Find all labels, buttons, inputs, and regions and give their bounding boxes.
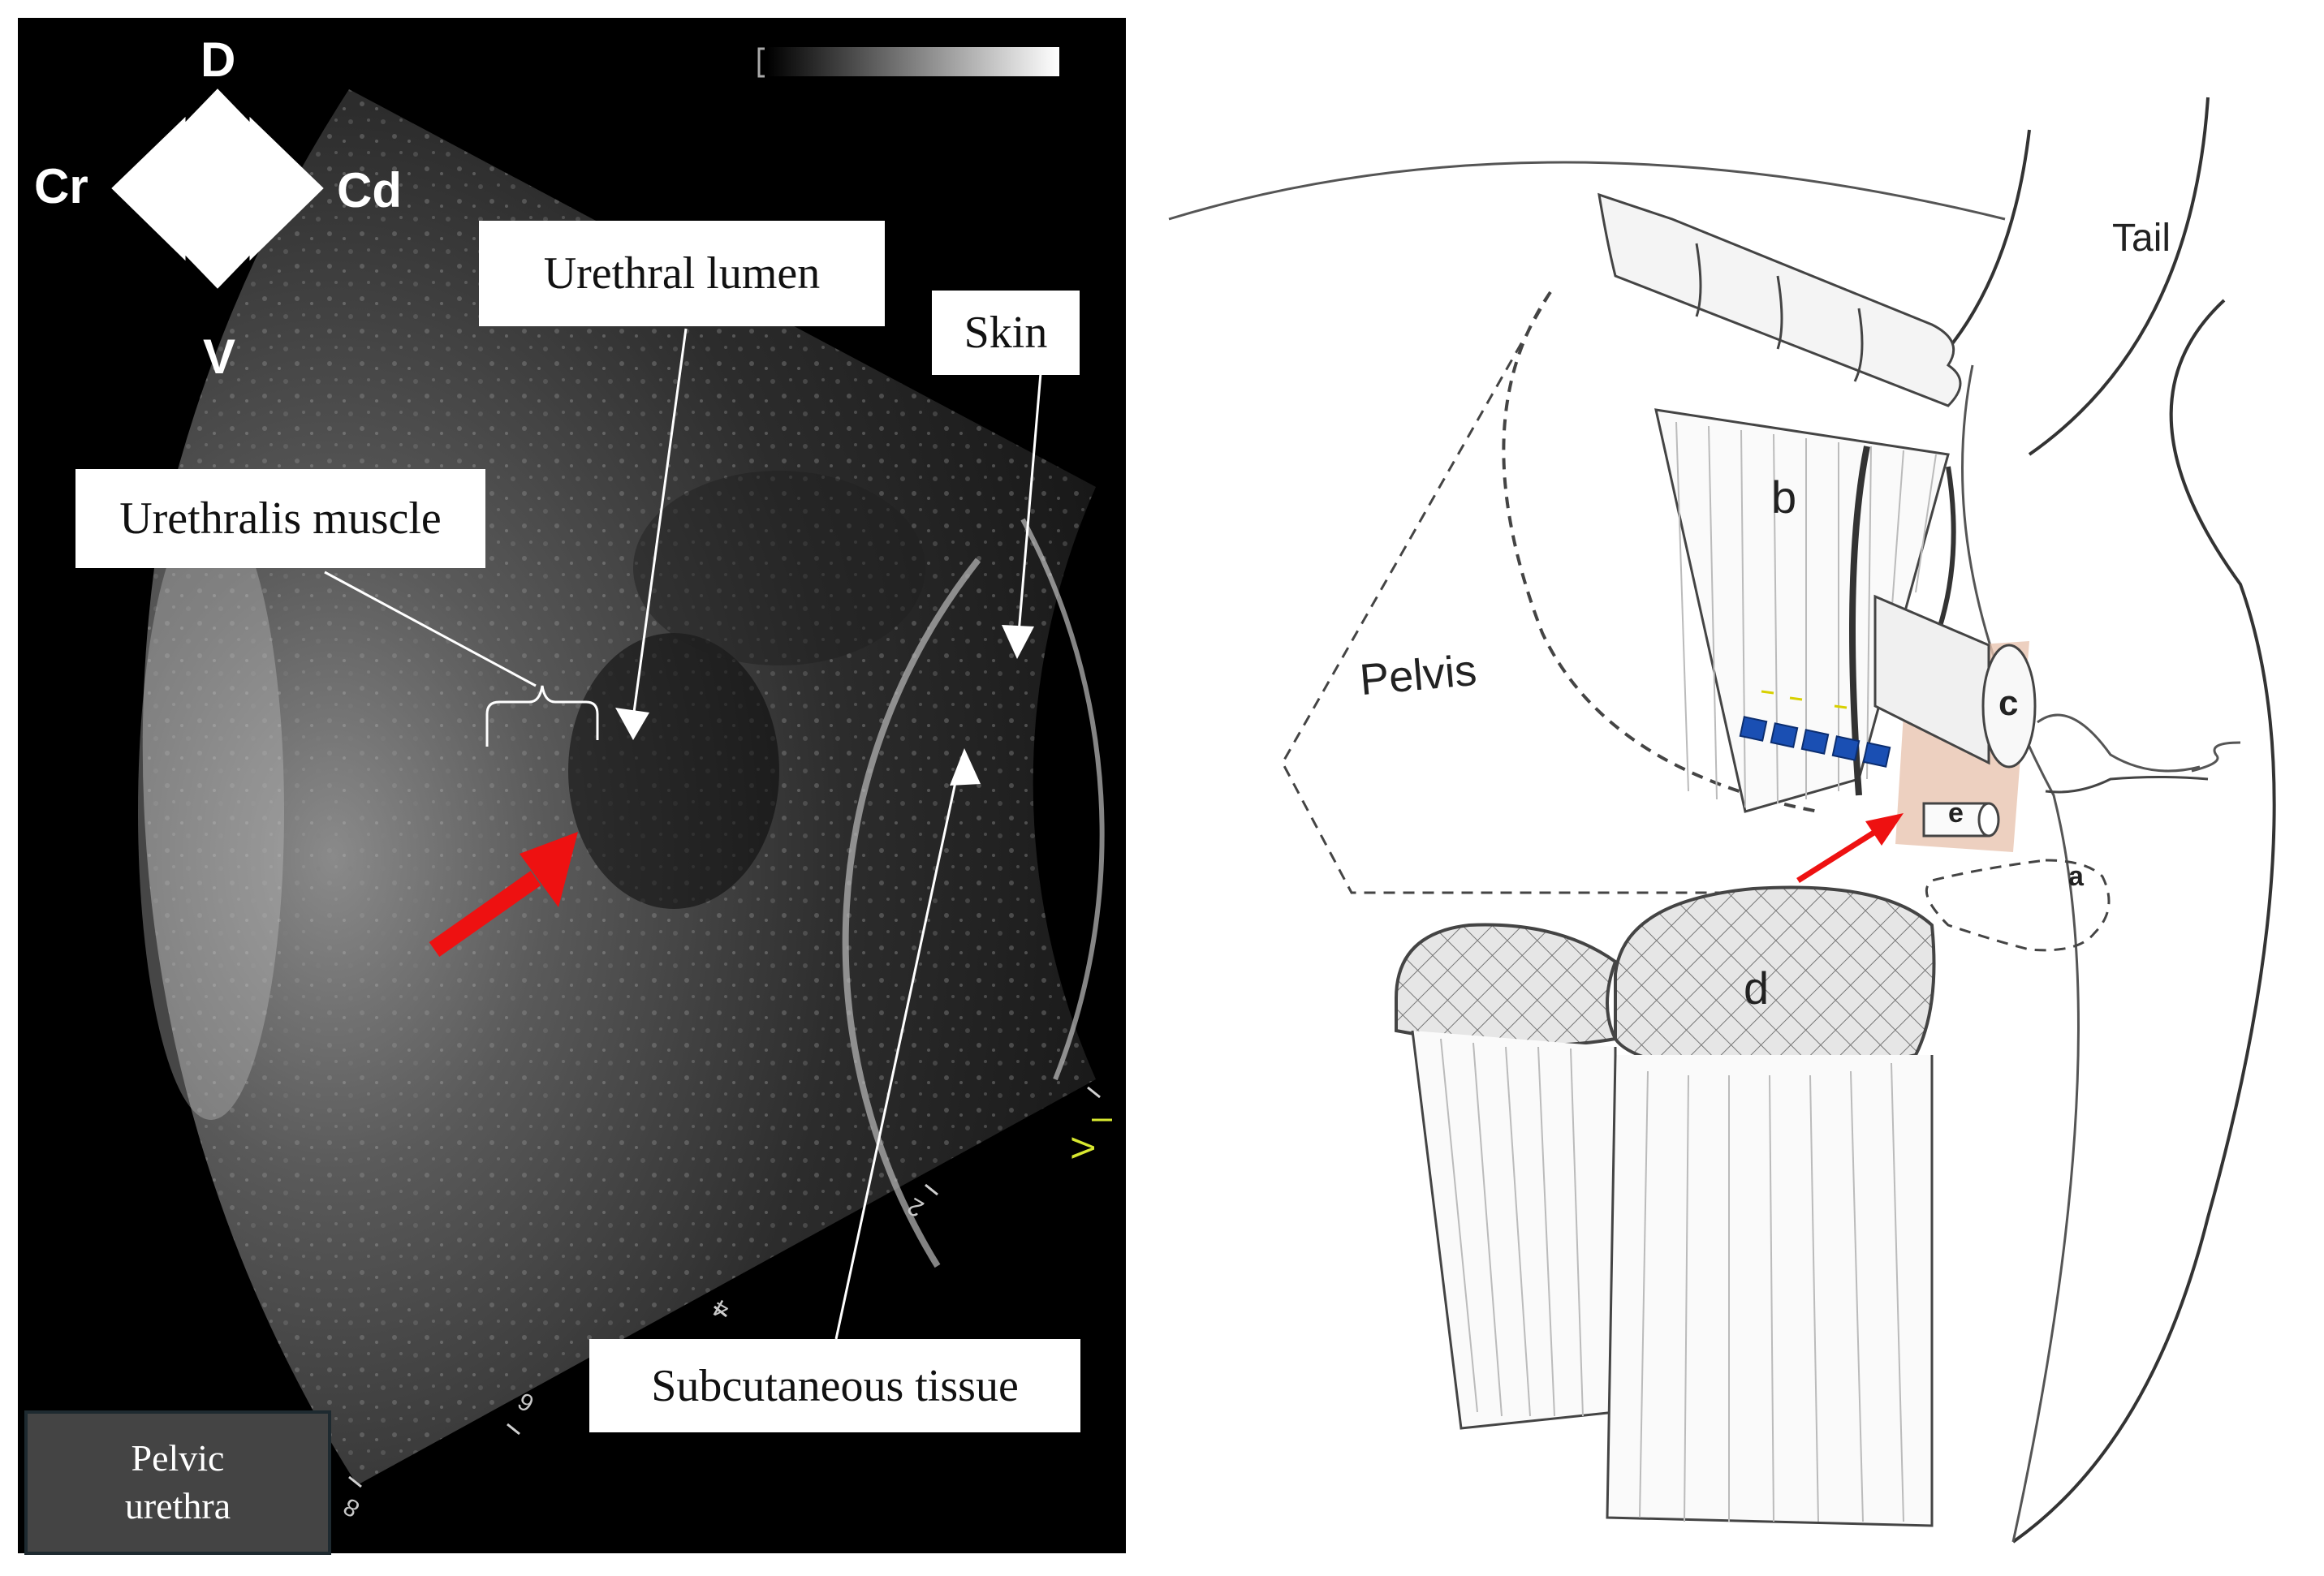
- orientation-ventral: V: [203, 333, 235, 381]
- letter-a: a: [2068, 863, 2084, 890]
- label-skin: Skin: [932, 291, 1080, 375]
- label-pelvis: Pelvis: [1358, 648, 1478, 702]
- label-urethral-lumen: Urethral lumen: [479, 221, 885, 326]
- letter-d: d: [1744, 966, 1769, 1011]
- grayscale-bar: [767, 47, 1059, 76]
- orientation-dorsal: D: [200, 36, 235, 84]
- orientation-cranial: Cr: [34, 162, 88, 211]
- label-subcutaneous-tissue: Subcutaneous tissue: [589, 1339, 1080, 1432]
- inset-pelvic-urethra: Pelvic urethra: [24, 1410, 331, 1555]
- inset-line-2: urethra: [28, 1483, 328, 1531]
- v-marker: V: [1066, 1137, 1102, 1159]
- letter-b: b: [1771, 475, 1796, 520]
- label-urethralis-muscle: Urethralis muscle: [75, 469, 485, 568]
- orientation-caudal: Cd: [337, 166, 402, 215]
- label-tail: Tail: [2112, 219, 2171, 258]
- anatomy-diagram: [1169, 97, 2274, 1542]
- red-arrow-diagram: [1798, 813, 1904, 881]
- letter-c: c: [1998, 686, 2018, 721]
- letter-e: e: [1948, 799, 1964, 827]
- inset-line-1: Pelvic: [28, 1435, 328, 1483]
